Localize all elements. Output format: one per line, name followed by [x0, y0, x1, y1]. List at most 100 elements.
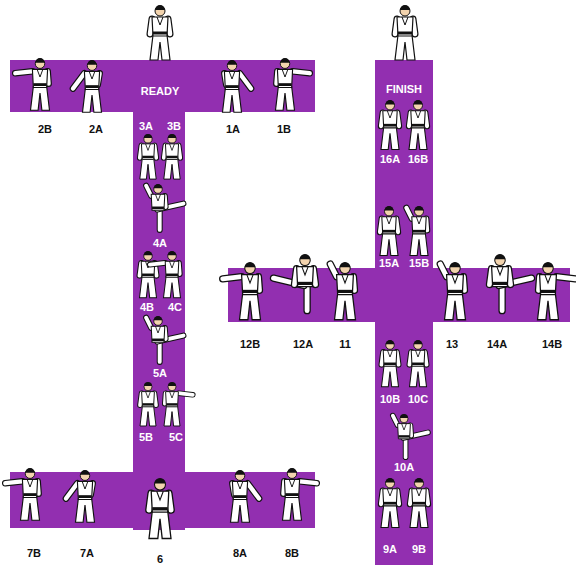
- black-belt: [383, 230, 396, 233]
- label-holder: 14A: [487, 334, 507, 352]
- limb: [404, 438, 408, 457]
- jacket: [383, 350, 397, 366]
- move-label: 8B: [285, 547, 299, 559]
- pants: [140, 159, 156, 180]
- label-holder: 9B: [412, 539, 426, 557]
- pants: [409, 127, 427, 150]
- jacket: [141, 144, 154, 160]
- collar: [386, 217, 391, 224]
- taekwondo-figure: [409, 100, 427, 150]
- black-belt: [412, 363, 424, 366]
- jacket: [412, 217, 426, 234]
- limb-outline: [5, 481, 22, 483]
- black-belt: [153, 32, 167, 35]
- move-label: 9B: [412, 543, 426, 555]
- collar: [402, 424, 407, 430]
- pants: [31, 87, 50, 111]
- hair: [155, 5, 165, 10]
- move-label: 5C: [169, 431, 183, 443]
- head: [386, 101, 395, 110]
- label-holder: 16B: [408, 149, 428, 167]
- jacket: [284, 479, 299, 497]
- head: [168, 135, 176, 143]
- move-label: 16A: [380, 153, 400, 165]
- pants: [140, 277, 157, 298]
- collar: [302, 267, 308, 275]
- hair: [154, 316, 163, 320]
- jacket: [397, 17, 413, 36]
- limb: [146, 318, 151, 328]
- taekwondo-figure: [150, 5, 170, 60]
- move-label: 16B: [408, 153, 428, 165]
- jacket: [165, 261, 179, 277]
- jacket: [166, 392, 179, 407]
- collar: [452, 275, 458, 283]
- collar: [37, 69, 43, 77]
- head: [400, 6, 410, 16]
- jacket: [151, 326, 165, 342]
- head: [25, 469, 35, 479]
- taekwondo-figure: [440, 262, 465, 320]
- limb-outline: [393, 416, 398, 426]
- collar: [229, 71, 235, 79]
- label-holder: 15B: [409, 253, 429, 271]
- black-belt: [398, 32, 412, 35]
- head: [235, 471, 245, 481]
- hair: [25, 468, 35, 473]
- collar: [247, 275, 253, 283]
- figures: [5, 5, 575, 539]
- hair: [168, 134, 176, 138]
- move-label: 3A: [139, 120, 153, 132]
- label-holder: 5C: [169, 427, 183, 445]
- head: [414, 341, 423, 350]
- hair: [287, 468, 297, 473]
- head: [87, 61, 97, 70]
- black-belt: [285, 493, 298, 496]
- jacket: [297, 267, 314, 287]
- head: [400, 415, 408, 423]
- limb-outline: [300, 481, 317, 483]
- move-label: 2B: [38, 123, 52, 135]
- pants: [140, 406, 156, 426]
- collar: [89, 71, 95, 79]
- taekwondo-figure: [393, 414, 428, 457]
- limb: [158, 342, 162, 362]
- hair: [245, 262, 256, 267]
- collar: [387, 489, 392, 496]
- move-label: 6: [157, 553, 163, 565]
- taekwondo-figure: [380, 206, 398, 256]
- collar: [82, 481, 88, 489]
- collar: [282, 69, 288, 77]
- black-belt: [33, 83, 46, 86]
- jacket: [492, 267, 509, 287]
- pants: [410, 366, 427, 387]
- label-holder: 9A: [383, 539, 397, 557]
- jacket: [224, 71, 239, 89]
- taekwondo-figure: [150, 251, 181, 298]
- pants: [335, 294, 356, 320]
- label-holder: 10B: [380, 389, 400, 407]
- limb: [66, 483, 77, 498]
- limb-outline: [440, 264, 446, 277]
- hair: [450, 262, 461, 267]
- hair: [386, 340, 395, 344]
- limb: [150, 263, 165, 265]
- head: [386, 479, 395, 488]
- pants: [149, 511, 171, 539]
- black-belt: [166, 403, 177, 405]
- hair: [495, 254, 506, 259]
- head: [144, 383, 152, 391]
- collar: [155, 326, 160, 333]
- label-holder: 7B: [27, 543, 41, 561]
- collar: [170, 392, 175, 398]
- move-label: 2A: [89, 123, 103, 135]
- black-belt: [493, 282, 508, 285]
- head: [414, 101, 423, 110]
- move-label: 13: [446, 338, 458, 350]
- black-belt: [142, 274, 154, 277]
- hair: [415, 478, 424, 483]
- label-holder: 5B: [139, 427, 153, 445]
- label-holder: 12B: [240, 334, 260, 352]
- black-belt: [166, 274, 178, 277]
- move-label: 14B: [542, 338, 562, 350]
